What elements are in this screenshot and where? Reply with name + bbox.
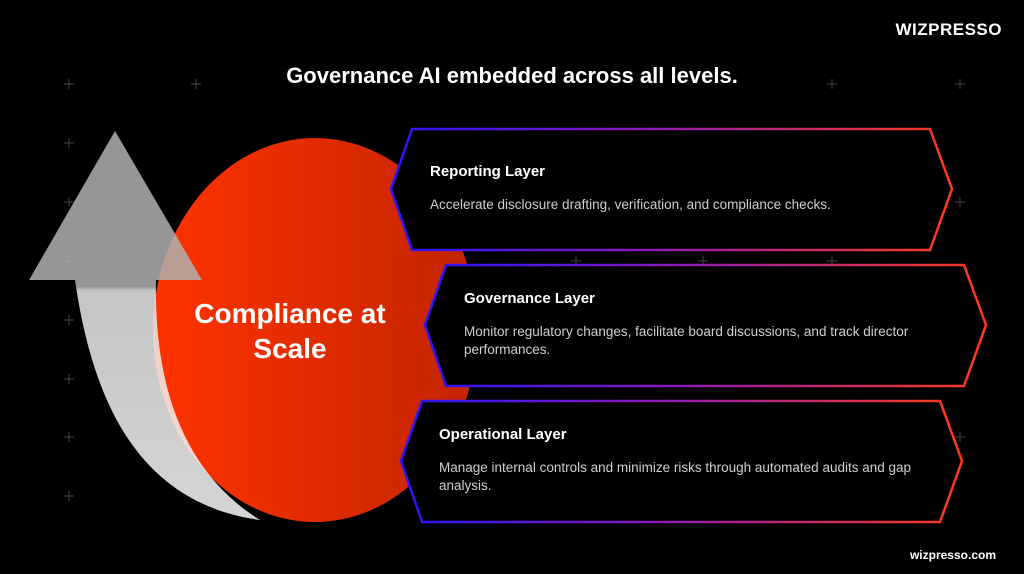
- layer-title: Operational Layer: [439, 426, 567, 443]
- footer-url[interactable]: wizpresso.com: [909, 548, 996, 562]
- compliance-circle: [153, 138, 477, 522]
- layer-frame-governance: [423, 263, 988, 388]
- brand-logo: WIZPRESSO: [895, 20, 1002, 39]
- layer-frame-operational: [399, 399, 964, 524]
- layer-card-operational: Operational Layer Manage internal contro…: [439, 426, 939, 495]
- center-label: Compliance at Scale: [194, 298, 386, 364]
- layer-description: Monitor regulatory changes, facilitate b…: [464, 324, 909, 357]
- page-title: Governance AI embedded across all levels…: [286, 63, 738, 88]
- layer-card-governance: Governance Layer Monitor regulatory chan…: [464, 290, 964, 359]
- up-arrow: [29, 131, 260, 520]
- layer-title: Reporting Layer: [430, 163, 546, 180]
- layer-description: Manage internal controls and minimize ri…: [439, 460, 912, 493]
- layer-frame-reporting: [389, 127, 954, 252]
- layer-title: Governance Layer: [464, 290, 595, 307]
- layer-description: Accelerate disclosure drafting, verifica…: [430, 197, 831, 212]
- layer-card-reporting: Reporting Layer Accelerate disclosure dr…: [430, 163, 930, 214]
- grid-plus-marks: [64, 79, 965, 501]
